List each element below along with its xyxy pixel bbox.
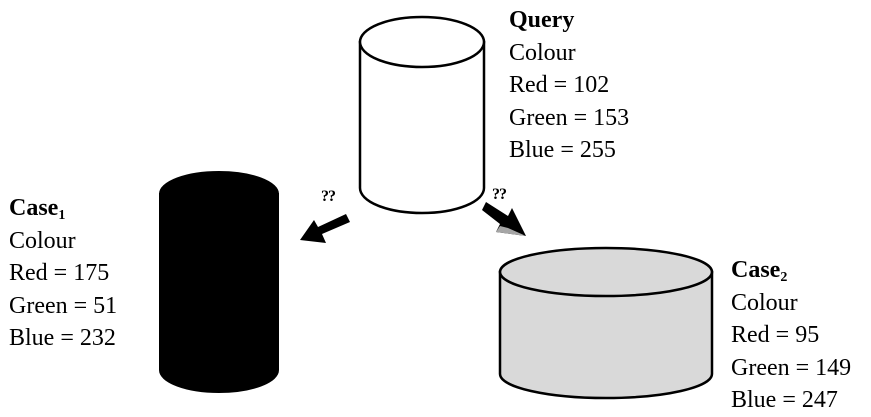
query-red: Red = 102 <box>509 72 610 98</box>
case2-red: Red = 95 <box>731 322 820 348</box>
arrow-left-label: ?? <box>321 188 336 205</box>
case1-blue: Blue = 232 <box>9 325 116 351</box>
query-info: Query Colour Red = 102 Green = 153 Blue … <box>509 4 629 167</box>
case1-red: Red = 175 <box>9 260 110 286</box>
case2-cylinder <box>498 246 714 400</box>
case1-attribute: Colour <box>9 227 76 254</box>
case2-blue: Blue = 247 <box>731 387 838 413</box>
case1-green: Green = 51 <box>9 292 118 319</box>
query-cylinder <box>358 15 486 215</box>
diagram-canvas <box>159 15 714 400</box>
query-blue: Blue = 255 <box>509 137 616 163</box>
query-attribute: Colour <box>509 39 576 66</box>
arrow-right-label: ?? <box>492 186 507 203</box>
case2-title-text: Case <box>731 257 781 283</box>
case1-info: Case1 Colour Red = 175 Green = 51 Blue =… <box>9 192 117 355</box>
query-title: Query <box>509 7 575 33</box>
case2-title: Case2 <box>731 254 851 287</box>
case2-green: Green = 149 <box>731 354 852 381</box>
arrow-to-case2 <box>482 202 526 236</box>
case2-info: Case2 Colour Red = 95 Green = 149 Blue =… <box>731 254 851 417</box>
case2-attribute: Colour <box>731 289 798 316</box>
case1-subscript: 1 <box>58 208 66 223</box>
case1-title: Case1 <box>9 192 117 225</box>
case2-subscript: 2 <box>780 270 788 285</box>
query-green: Green = 153 <box>509 104 630 131</box>
arrow-to-case1 <box>300 214 350 243</box>
case1-title-text: Case <box>9 195 59 221</box>
case1-cylinder <box>159 171 279 393</box>
